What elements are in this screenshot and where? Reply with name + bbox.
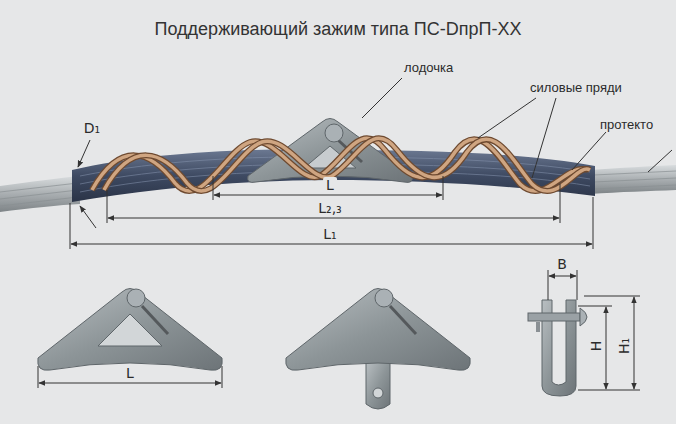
title: Поддерживающий зажим типа ПС-DпрП-XX [155,19,522,40]
dimension-label: B [557,256,567,272]
bolt-head [325,124,343,142]
dimension-label: L [323,177,337,193]
dimension-lines [70,140,593,249]
dimension-label: D₁ [84,120,100,136]
part-name: протекто [600,118,653,133]
boat-with-tab [286,289,471,410]
leader-lines [362,78,672,178]
cable [0,176,80,212]
part-name: лодочка [404,61,453,76]
part-name: силовые пряди [530,81,622,96]
dimension-label: L₁ [320,226,339,242]
dimension-label: L [123,365,137,381]
dimension-label: H₁ [616,338,632,354]
dimension-label: L₂,₃ [315,200,344,216]
power-strands [92,138,590,191]
dimension-lines [548,270,640,390]
cable [590,165,676,194]
dimension-label: H [588,341,604,352]
boat-front-view [38,289,223,371]
boat-side-view [528,300,587,396]
